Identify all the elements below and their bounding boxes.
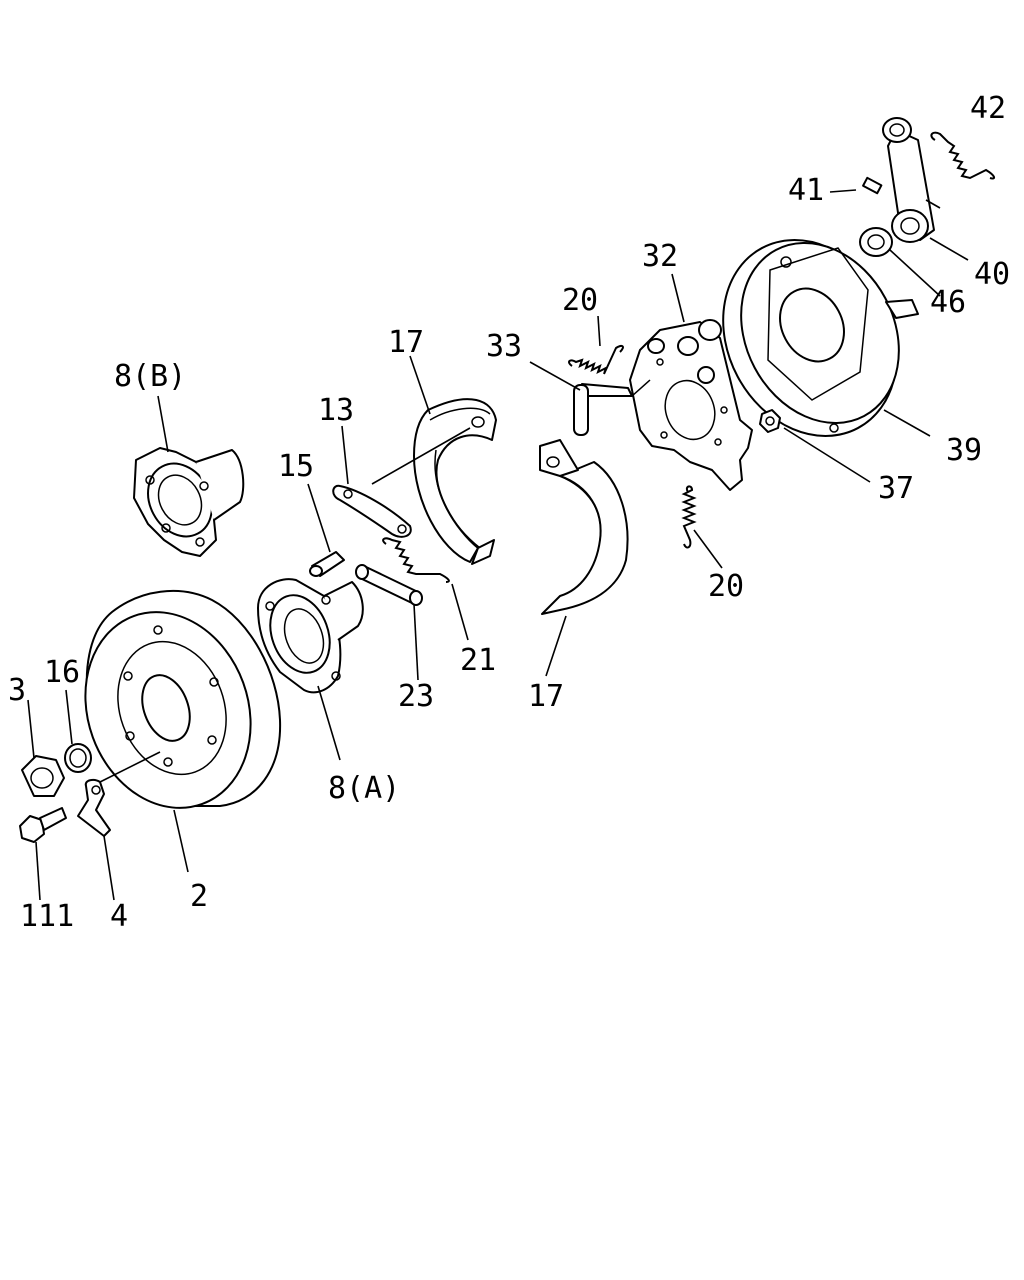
part-46-washer [859,227,893,257]
label-111: 111 [20,899,74,934]
part-3-nut [21,755,65,797]
part-16-washer [64,743,92,773]
part-33-cam-shaft [573,379,651,436]
label-39: 39 [946,433,982,468]
part-20-upper-spring [568,344,624,375]
part-32-adjuster-plate [629,319,753,491]
label-3: 3 [8,673,26,708]
label-13: 13 [318,393,354,428]
label-17-lower: 17 [528,679,564,714]
label-15: 15 [278,449,314,484]
part-37-nut [759,409,781,433]
part-13-link [332,484,412,538]
callout-labels: 42 41 40 46 32 20 33 17 13 8(B) 15 39 37… [8,91,1010,934]
part-111-bolt [19,807,67,843]
part-39-backing-plate [722,239,919,437]
part-4-clip [77,778,111,837]
part-21-spring [382,537,450,583]
label-20-upper: 20 [562,283,598,318]
part-17-lower-brake-shoe [539,439,629,615]
part-17-upper-brake-shoe [413,398,497,565]
part-15-stud [309,551,345,577]
label-21: 21 [460,643,496,678]
part-41-pin [862,176,883,195]
part-23-pin [355,564,423,606]
label-23: 23 [398,679,434,714]
label-4: 4 [110,899,128,934]
part-2-brake-drum [84,589,282,809]
part-8b-hub-flange [133,447,245,557]
label-8b: 8(B) [114,359,186,394]
label-41: 41 [788,173,824,208]
label-17-upper: 17 [388,325,424,360]
label-46: 46 [930,285,966,320]
part-42-spring [930,131,996,180]
label-40: 40 [974,257,1010,292]
label-33: 33 [486,329,522,364]
part-20-lower-spring [681,485,697,549]
label-32: 32 [642,239,678,274]
label-8a: 8(A) [328,771,400,806]
label-37: 37 [878,471,914,506]
label-2: 2 [190,879,208,914]
label-42: 42 [970,91,1006,126]
label-16: 16 [44,655,80,690]
part-8a-hub-flange [257,578,364,694]
leader-lines [27,189,969,901]
label-20-lower: 20 [708,569,744,604]
part-40-lever [882,117,935,243]
